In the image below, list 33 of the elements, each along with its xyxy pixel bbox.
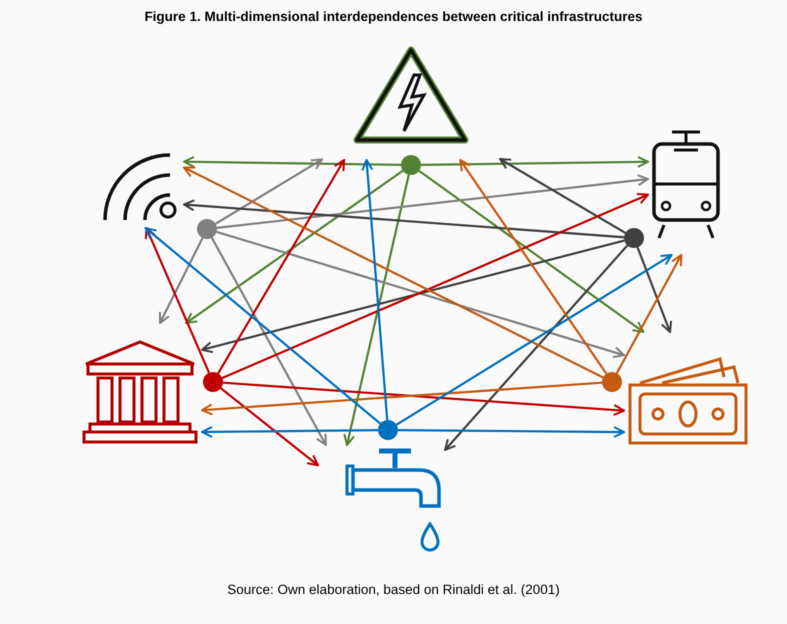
arrow <box>396 254 673 426</box>
source-caption: Source: Own elaboration, based on Rinaldi et al. (2001) <box>226 582 561 597</box>
arrow <box>210 237 327 446</box>
arrow <box>420 156 649 168</box>
arrow <box>220 387 319 466</box>
node-dot <box>203 372 223 392</box>
arrow <box>216 174 649 229</box>
arrow <box>144 227 382 424</box>
arrow <box>222 193 649 380</box>
arrow <box>459 159 608 374</box>
arrow <box>183 156 402 168</box>
arrow <box>616 254 682 374</box>
arrow <box>185 170 404 324</box>
node-dot <box>602 372 622 392</box>
arrow <box>444 244 628 451</box>
arrow <box>183 199 624 238</box>
arrow <box>418 170 644 333</box>
arrow <box>499 158 626 234</box>
figure-title: Figure 1. Multi-dimensional interdependences between critical infrastructures <box>143 9 644 24</box>
arrow <box>214 158 323 225</box>
arrow <box>217 159 346 374</box>
arrow <box>201 426 378 438</box>
arrow <box>183 166 604 378</box>
arrow <box>398 426 625 438</box>
arrow <box>343 174 410 446</box>
arrow <box>361 159 388 420</box>
arrow <box>144 227 210 374</box>
node-dot <box>401 155 421 175</box>
arrow <box>636 246 672 333</box>
node-dot <box>378 420 398 440</box>
arrow <box>159 237 204 324</box>
node-dot <box>197 219 217 239</box>
node-dot <box>624 228 644 248</box>
